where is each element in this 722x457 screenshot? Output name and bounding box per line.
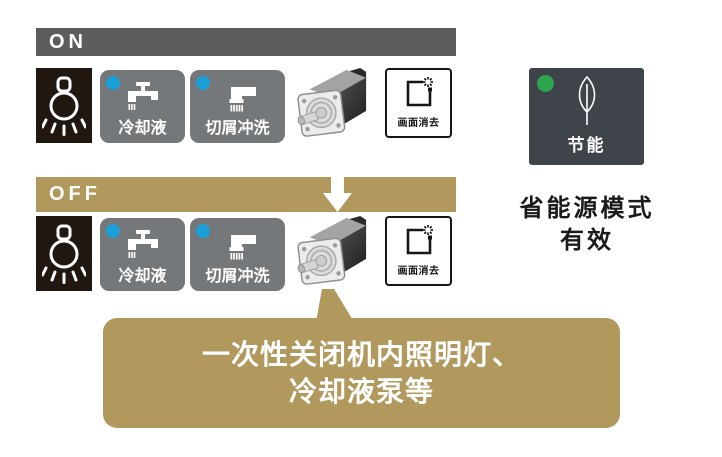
chip-flush-tile-off: 切屑冲洗 <box>190 218 285 291</box>
servo-motor-image <box>291 66 373 142</box>
screen-erase-sparkle-icon <box>387 76 450 115</box>
callout-bubble: 一次性关闭机内照明灯、 冷却液泵等 <box>103 318 620 428</box>
coolant-tile-off: 冷却液 <box>100 218 185 291</box>
status-line2: 有效 <box>560 227 614 254</box>
chip-flush-shower-icon <box>190 230 285 267</box>
screen-off-label: 画面消去 <box>397 266 440 277</box>
down-arrow-icon <box>323 170 352 212</box>
green-indicator-dot <box>537 75 554 92</box>
blue-indicator-dot <box>106 76 120 90</box>
coolant-label: 冷却液 <box>118 120 167 137</box>
chip-flush-label: 切屑冲洗 <box>205 120 270 137</box>
blue-indicator-dot <box>106 224 120 238</box>
on-state-bar: ON <box>36 28 456 56</box>
callout-tail <box>316 289 354 322</box>
chip-flush-tile-on: 切屑冲洗 <box>190 70 285 143</box>
light-bulb-icon <box>42 224 86 284</box>
chip-flush-shower-icon <box>190 82 285 119</box>
servo-motor-image <box>291 214 373 290</box>
screen-erase-sparkle-icon <box>387 224 450 263</box>
eco-mode-label: 节能 <box>567 136 606 155</box>
blue-indicator-dot <box>196 76 210 90</box>
light-bulb-icon <box>42 76 86 136</box>
screen-off-label: 画面消去 <box>397 118 440 129</box>
screen-off-tile-on: 画面消去 <box>385 68 452 138</box>
status-text: 省能源模式 有效 <box>472 193 702 257</box>
coolant-tile-on: 冷却液 <box>100 70 185 143</box>
eco-mode-tile: 节能 <box>529 68 644 165</box>
blue-indicator-dot <box>196 224 210 238</box>
screen-off-tile-off: 画面消去 <box>385 216 452 286</box>
callout-line1: 一次性关闭机内照明灯、 <box>201 339 521 370</box>
off-state-label: OFF <box>49 183 101 205</box>
callout-line2: 冷却液泵等 <box>288 376 434 407</box>
off-state-bar: OFF <box>36 177 456 212</box>
on-state-label: ON <box>49 30 87 53</box>
leaf-icon <box>578 75 596 125</box>
work-light-tile-off <box>36 216 92 291</box>
chip-flush-label: 切屑冲洗 <box>205 268 270 285</box>
status-line1: 省能源模式 <box>519 195 655 222</box>
work-light-tile-on <box>36 68 92 143</box>
coolant-label: 冷却液 <box>118 268 167 285</box>
coolant-faucet-icon <box>100 230 185 267</box>
coolant-faucet-icon <box>100 82 185 119</box>
